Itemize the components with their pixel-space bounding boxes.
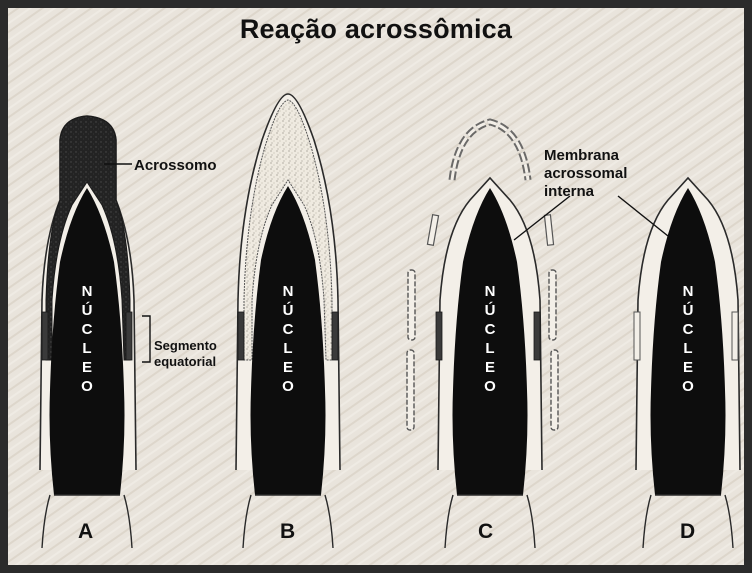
nucleus-letter: Ú: [683, 301, 694, 319]
equatorial-segment-label: Segmento equatorial: [154, 338, 220, 369]
nucleus-letter: O: [484, 378, 496, 395]
nucleus-letter: N: [82, 283, 93, 300]
nucleus-letter: E: [283, 359, 293, 376]
nucleus-letter: C: [283, 321, 294, 338]
diagram-title: Reação acrossômica: [0, 14, 752, 45]
nucleus-letter: Ú: [82, 301, 93, 319]
panel-letter-d: D: [680, 520, 695, 543]
nucleus-letter: O: [682, 378, 694, 395]
nucleus-letter: L: [82, 340, 91, 357]
nucleus-letter: O: [282, 378, 294, 395]
nucleus-letter: N: [283, 283, 294, 300]
nucleus-letter: Ú: [283, 301, 294, 319]
nucleus-letter: C: [82, 321, 93, 338]
nucleus-letter: C: [485, 321, 496, 338]
nucleus-letter: N: [683, 283, 694, 300]
nucleus-letter: L: [485, 340, 494, 357]
panel-letter-c: C: [478, 520, 493, 543]
nucleus-letter: E: [82, 359, 92, 376]
nucleus-letter: L: [283, 340, 292, 357]
nucleus-letter: E: [485, 359, 495, 376]
panel-letter-a: A: [78, 520, 93, 543]
nucleus-letter: C: [683, 321, 694, 338]
nucleus-letter: N: [485, 283, 496, 300]
nucleus-letter: Ú: [485, 301, 496, 319]
acrosome-label: Acrossomo: [134, 157, 217, 174]
nucleus-letter: O: [81, 378, 93, 395]
nucleus-letter: L: [683, 340, 692, 357]
nucleus-letter: E: [683, 359, 693, 376]
panel-letter-b: B: [280, 520, 295, 543]
